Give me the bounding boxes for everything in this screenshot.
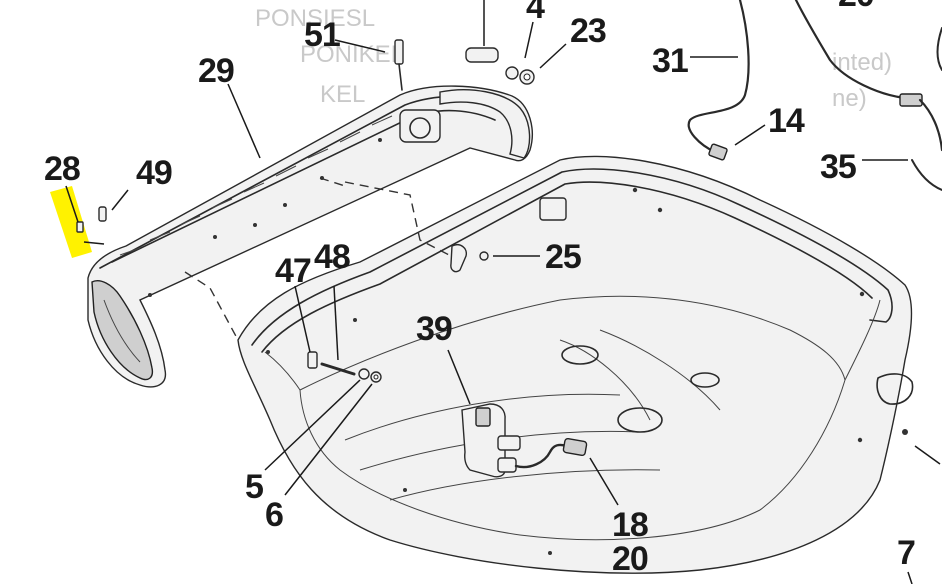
callout-23[interactable]: 23: [570, 12, 607, 50]
callout-5[interactable]: 5: [245, 468, 264, 506]
saddlebag-lid: [87, 85, 533, 388]
callout-35[interactable]: 35: [820, 148, 857, 186]
callout-numbers: 51 4 23 20 29 31 14 28 49 35 25 47 48 39…: [44, 0, 916, 578]
callout-14[interactable]: 14: [768, 102, 806, 140]
callout-25[interactable]: 25: [545, 238, 582, 276]
background-ghost-text: PONSIESL PONIKEL KEL inted) ne): [255, 5, 892, 112]
callout-29[interactable]: 29: [198, 52, 235, 90]
callout-18[interactable]: 18: [612, 506, 649, 544]
callout-4[interactable]: 4: [526, 0, 546, 26]
callout-28[interactable]: 28: [44, 150, 81, 188]
assembly-lines: [184, 177, 456, 341]
leader-lines: [65, 0, 941, 584]
ghost-text-2: PONIKEL: [300, 41, 404, 68]
callout-7[interactable]: 7: [897, 534, 916, 572]
latch-switch-assembly: [461, 403, 588, 478]
hardware-parts: [76, 39, 535, 383]
callout-48[interactable]: 48: [314, 238, 351, 276]
callout-20-top[interactable]: 20: [838, 0, 875, 14]
wiring-harnesses: [687, 0, 942, 191]
callout-51[interactable]: 51: [304, 16, 341, 54]
callout-6[interactable]: 6: [265, 496, 284, 534]
ghost-text-1: PONSIESL: [255, 5, 375, 32]
callout-49[interactable]: 49: [136, 154, 173, 192]
callout-39[interactable]: 39: [416, 310, 453, 348]
callout-20-bottom[interactable]: 20: [612, 540, 649, 578]
callout-31[interactable]: 31: [652, 42, 689, 80]
saddlebag-body: [237, 155, 914, 574]
ghost-text-3: KEL: [320, 81, 365, 108]
ghost-text-5: ne): [832, 85, 867, 112]
callout-47[interactable]: 47: [275, 252, 312, 290]
part-28-highlight[interactable]: [50, 186, 92, 258]
